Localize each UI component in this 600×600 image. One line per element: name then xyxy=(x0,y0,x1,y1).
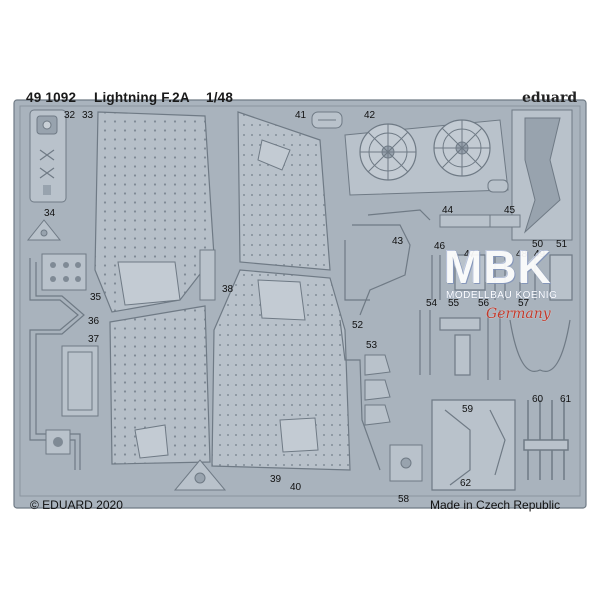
part-43-wire xyxy=(344,209,431,316)
part-52-53 xyxy=(339,319,391,471)
part-34-left xyxy=(26,219,62,241)
part-46-51-gear-struts xyxy=(431,254,573,301)
part-number: 44 xyxy=(442,205,454,216)
part-number: 36 xyxy=(88,316,100,327)
part-59-62-gear-legs xyxy=(431,399,516,491)
part-number: 54 xyxy=(426,298,438,309)
part-number: 57 xyxy=(518,298,530,309)
part-41-top xyxy=(311,111,343,129)
part-number: 43 xyxy=(392,236,404,247)
part-number: 48 xyxy=(516,249,528,260)
wheel-right xyxy=(433,119,491,177)
fret-inner-frame xyxy=(19,105,581,497)
part-58 xyxy=(389,444,423,482)
part-60-61-rods xyxy=(523,400,569,480)
part-number: 47 xyxy=(464,249,476,260)
part-left-flap-panel xyxy=(94,111,215,465)
copyright-text: © EDUARD 2020 xyxy=(30,498,123,512)
wheel-left xyxy=(359,123,417,181)
part-35-bottom xyxy=(45,429,71,455)
part-number: 45 xyxy=(504,205,516,216)
kit-code: 49 1092 xyxy=(26,90,77,105)
part-right-airbrake-panel xyxy=(211,111,351,471)
part-44-45 xyxy=(439,214,521,228)
mbk-country: Germany xyxy=(486,306,551,322)
part-number: 53 xyxy=(366,340,378,351)
part-number: 60 xyxy=(532,394,544,405)
mbk-watermark: MBK MODELLBAU KOENIG Germany xyxy=(444,240,594,340)
part-number: 42 xyxy=(364,110,376,121)
part-number: 41 xyxy=(295,110,307,121)
part-number: 61 xyxy=(560,394,572,405)
part-right-tall-frame xyxy=(511,109,573,241)
part-number: 58 xyxy=(398,494,410,505)
part-number: 37 xyxy=(88,334,100,345)
kit-title: Lightning F.2A xyxy=(94,90,190,105)
brand-logo: eduard xyxy=(522,90,578,106)
part-number: 39 xyxy=(270,474,282,485)
part-54-57 xyxy=(419,310,571,380)
part-34-bottom xyxy=(173,459,227,491)
part-number: 38 xyxy=(222,284,234,295)
part-number: 34 xyxy=(44,208,56,219)
part-number: 49 xyxy=(534,249,546,260)
part-32-33-strip xyxy=(29,109,67,203)
kit-scale: 1/48 xyxy=(206,90,234,105)
mbk-logo-text: MBK xyxy=(444,241,552,293)
part-38 xyxy=(199,249,216,301)
part-number: 62 xyxy=(460,478,472,489)
part-number: 52 xyxy=(352,320,364,331)
part-number: 59 xyxy=(462,404,474,415)
part-number: 56 xyxy=(478,298,490,309)
part-number: 32 xyxy=(64,110,76,121)
part-42-wheels xyxy=(344,119,509,196)
part-number: 55 xyxy=(448,298,460,309)
part-number: 50 xyxy=(532,239,544,250)
part-number: 46 xyxy=(434,241,446,252)
part-number: 40 xyxy=(290,482,302,493)
origin-text: Made in Czech Republic xyxy=(430,498,561,512)
part-number: 51 xyxy=(556,239,568,250)
mbk-subtitle: MODELLBAU KOENIG xyxy=(446,290,558,301)
part-number: 33 xyxy=(82,110,94,121)
part-number: 35 xyxy=(90,292,102,303)
part-37 xyxy=(61,345,99,417)
part-35-top xyxy=(41,253,87,291)
